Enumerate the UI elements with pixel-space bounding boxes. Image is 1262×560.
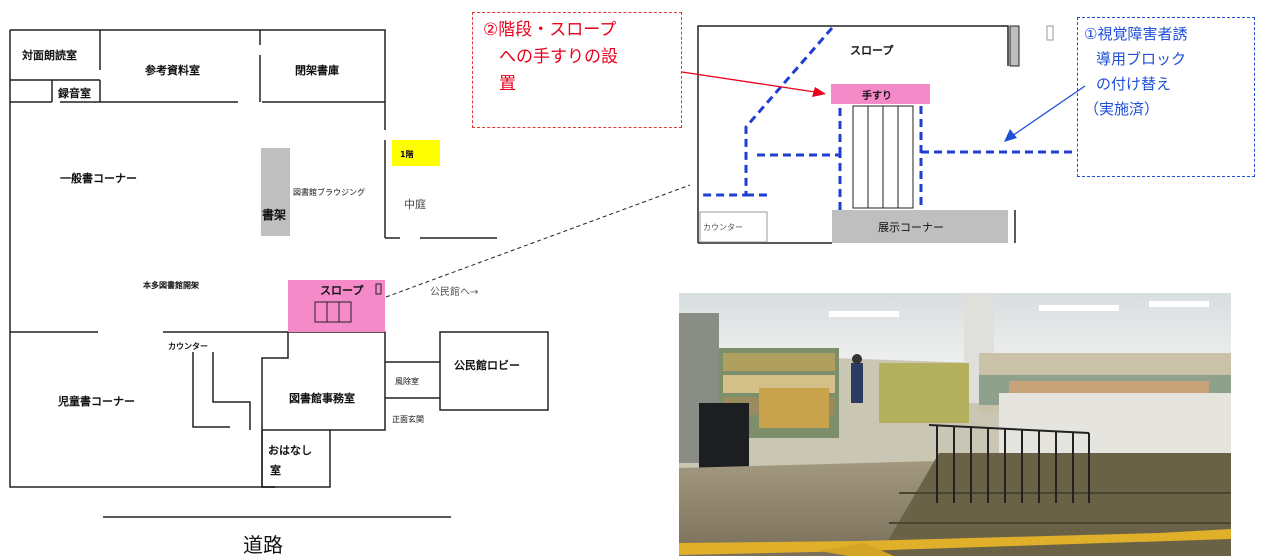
detail-slope-label: スロープ [850, 44, 894, 57]
room-jimu: 図書館事務室 [289, 392, 355, 405]
room-sanko: 参考資料室 [145, 64, 200, 77]
room-ohanashi-2: 室 [270, 464, 281, 477]
room-browsing: 図書館ブラウジング [293, 188, 365, 197]
handrail-callout-line-1: ②階段・スロープ [483, 20, 617, 40]
room-ippan: 一般書コーナー [60, 172, 137, 185]
room-taimen: 対面朗読室 [22, 49, 77, 62]
library-photo [679, 293, 1231, 556]
road-label: 道路 [243, 533, 283, 557]
block-callout: ①視覚障害者誘 導用ブロック の付け替え （実施済） [1077, 17, 1255, 177]
block-callout-line-4: （実施済） [1084, 100, 1160, 118]
room-rokuon: 録音室 [58, 87, 91, 100]
room-slope: スロープ [320, 284, 364, 297]
room-counter: カウンター [168, 342, 208, 351]
block-callout-line-2: 導用ブロック [1096, 50, 1187, 68]
handrail-callout: ②階段・スロープ への手すりの設 置 [472, 12, 682, 128]
room-heika: 閉架書庫 [295, 64, 339, 77]
room-nakaniwa: 中庭 [404, 198, 426, 211]
handrail-callout-line-3: 置 [499, 74, 516, 94]
room-jido: 児童書コーナー [58, 395, 135, 408]
room-ohanashi: おはなし [268, 444, 312, 457]
handrail-callout-line-2: への手すりの設 [499, 47, 618, 67]
block-callout-line-3: の付け替え [1096, 75, 1172, 93]
detail-counter-label: カウンター [703, 223, 743, 232]
room-shomen: 正面玄関 [392, 415, 424, 424]
library-photo-illustration [679, 293, 1231, 556]
detail-handrail-label: 手すり [862, 91, 892, 102]
room-kominkan-lobby: 公民館ロビー [454, 359, 520, 372]
floor-1-label: 1階 [400, 150, 414, 159]
block-callout-line-1: ①視覚障害者誘 [1084, 25, 1188, 43]
room-shoka: 書架 [262, 208, 287, 222]
room-honda: 本多図書館開架 [143, 281, 199, 290]
kominkan-arrow-label: 公民館へ→ [430, 287, 479, 298]
room-fujo: 風除室 [395, 377, 419, 386]
detail-exhibit-label: 展示コーナー [878, 221, 944, 234]
